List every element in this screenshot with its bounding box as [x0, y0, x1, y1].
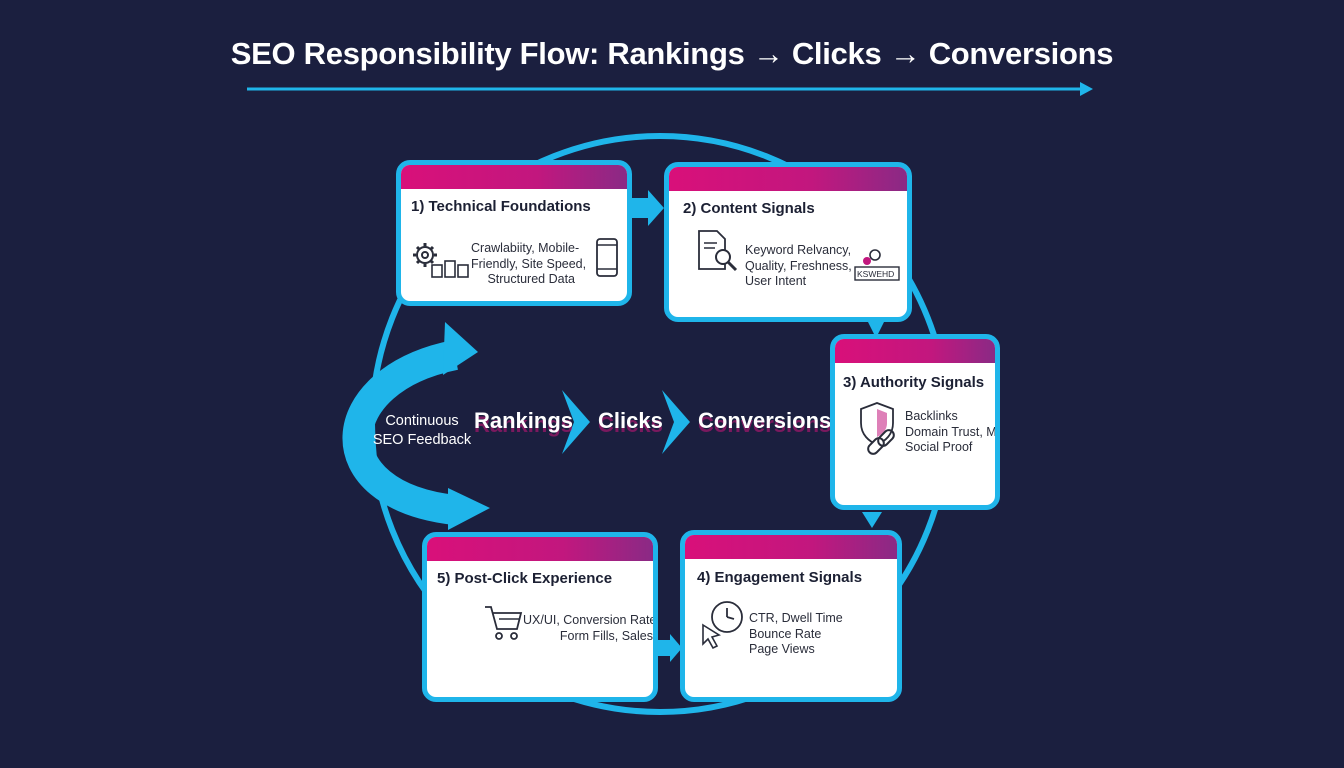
feedback-arrowhead-top — [443, 322, 478, 375]
card-line: Page Views — [749, 642, 815, 656]
card-description: Crawlabiity, Mobile- Friendly, Site Spee… — [471, 241, 587, 288]
flow-chevron-2 — [662, 390, 690, 454]
card-line: Domain Trust, Mentions — [905, 424, 997, 439]
card-title: 2) Content Signals — [683, 200, 815, 217]
card-line: Form Fills, Sales — [559, 628, 653, 643]
card-line: Social Proof — [905, 440, 973, 454]
card-line: Quality, Freshness, — [745, 258, 852, 273]
card-line: UX/UI, Conversion Rate — [523, 613, 657, 627]
card-engagement-signals: 4) Engagement Signals CTR, Dwell Time Bo… — [680, 530, 902, 702]
chain-link-icon — [867, 429, 895, 455]
feedback-label: Continuous SEO Feedback — [372, 412, 472, 450]
feedback-arrowhead-bottom — [448, 488, 490, 530]
card-line: Keyword Relvancy, — [745, 243, 852, 257]
clock-cursor-icon — [702, 601, 743, 650]
feedback-loop-arrow — [342, 340, 459, 525]
card-line: Bounce Rate — [749, 626, 822, 641]
connector-arrow-2-3 — [868, 322, 884, 338]
shopping-cart-icon — [485, 606, 523, 640]
card-authority-signals: 3) Authority Signals Backlinks Domain Tr… — [830, 334, 1000, 510]
card-line: User Intent — [745, 274, 807, 288]
flow-chevron-1 — [562, 390, 590, 454]
feedback-label-line1: Continuous — [385, 413, 459, 429]
card-title: 4) Engagement Signals — [697, 569, 863, 586]
connector-arrow-5-4 — [656, 634, 682, 662]
card-line: CTR, Dwell Time — [749, 611, 843, 625]
card-header-bar — [835, 339, 995, 363]
card-description: Backlinks Domain Trust, Mentions Social … — [905, 409, 997, 456]
card-line: Structured Data — [487, 272, 575, 286]
gear-icon — [413, 243, 437, 267]
card-technical-foundations: 1) Technical Foundations Crawlabiity, Mo… — [396, 160, 632, 306]
card-header-bar — [427, 537, 653, 561]
flow-word-rankings: Rankings — [474, 408, 574, 433]
card-line: Backlinks — [905, 409, 958, 423]
card-title: 3) Authority Signals — [843, 374, 985, 391]
sitemap-icon — [431, 260, 469, 278]
card-description: CTR, Dwell Time Bounce Rate Page Views — [749, 611, 843, 658]
flow-word-clicks: Clicks — [598, 408, 663, 433]
title-underline-arrow — [247, 82, 1093, 96]
card-description: Keyword Relvancy, Quality, Freshness, Us… — [745, 243, 852, 290]
mobile-phone-icon — [596, 238, 618, 277]
flow-word-conversions: Conversions — [698, 408, 832, 433]
card-description: UX/UI, Conversion Rate Form Fills, Sales — [523, 613, 653, 644]
user-keyword-icon: KSWEHD — [854, 249, 900, 281]
card-line: Friendly, Site Speed, — [471, 256, 587, 271]
page-title: SEO Responsibility Flow: Rankings → Clic… — [230, 36, 1114, 71]
connector-arrow-1-2 — [628, 190, 664, 226]
card-header-bar — [669, 167, 907, 191]
card-header-bar — [401, 165, 627, 189]
card-post-click-experience: 5) Post-Click Experience UX/UI, Conversi… — [422, 532, 658, 702]
keyword-badge-text: KSWEHD — [857, 269, 894, 279]
card-content-signals: 2) Content Signals Keyword Relvancy, Qua… — [664, 162, 912, 322]
card-line: Crawlabiity, Mobile- — [471, 241, 580, 255]
feedback-label-line2: SEO Feedback — [372, 432, 472, 448]
connector-arrow-3-4 — [862, 512, 882, 528]
document-search-icon — [698, 230, 738, 272]
card-title: 5) Post-Click Experience — [437, 570, 613, 587]
card-header-bar — [685, 535, 897, 559]
card-title: 1) Technical Foundations — [411, 198, 591, 215]
